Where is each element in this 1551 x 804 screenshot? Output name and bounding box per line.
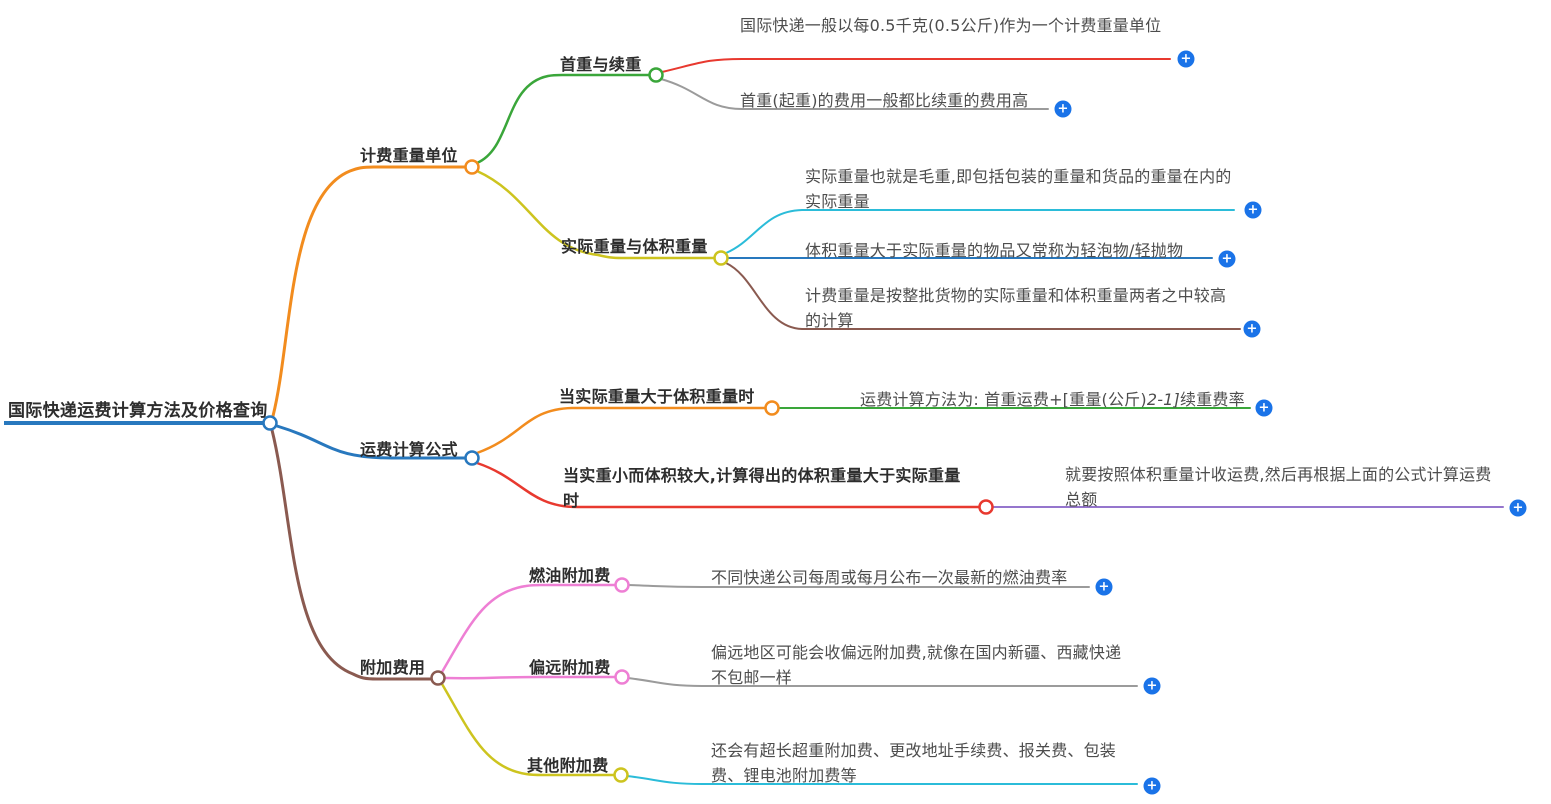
link-leaf-remote-area xyxy=(627,677,1138,687)
link-root-to-surcharge xyxy=(270,428,433,681)
node-handle-fuel[interactable] xyxy=(614,577,630,593)
leaf-remote-area[interactable]: 偏远地区可能会收偏远附加费,就像在国内新疆、西藏快递不包邮一样 xyxy=(711,643,1122,687)
link-to-first-weight xyxy=(475,73,651,165)
leaf-higher-weight[interactable]: 计费重量是按整批货物的实际重量和体积重量两者之中较高的计算 xyxy=(805,286,1227,330)
node-other-surcharge-label[interactable]: 其他附加费 xyxy=(527,756,609,775)
link-to-remote-surcharge xyxy=(443,675,617,680)
link-to-volume-greater xyxy=(475,461,981,509)
node-handle-root[interactable] xyxy=(262,415,278,431)
plus-icon[interactable]: + xyxy=(1255,399,1273,417)
plus-icon[interactable]: + xyxy=(1244,201,1262,219)
plus-icon[interactable]: + xyxy=(1509,499,1527,517)
node-handle-remote[interactable] xyxy=(614,669,630,685)
branch-surcharge-label[interactable]: 附加费用 xyxy=(360,658,426,677)
link-leaf-other-fees xyxy=(626,775,1138,785)
plus-icon[interactable]: + xyxy=(1054,100,1072,118)
leaf-fuel-rate[interactable]: 不同快递公司每周或每月公布一次最新的燃油费率 xyxy=(711,568,1068,587)
node-handle-surcharge[interactable] xyxy=(430,670,446,686)
plus-icon[interactable]: + xyxy=(1143,777,1161,795)
leaf-formula-text[interactable]: 运费计算方法为: 首重运费+[重量(公斤)2-1]续重费率 xyxy=(860,387,1245,412)
link-to-other-surcharge xyxy=(440,682,616,777)
link-leaf-fuel-rate xyxy=(627,584,1090,588)
node-actual-vs-volume-label[interactable]: 实际重量与体积重量 xyxy=(561,237,708,256)
node-handle-first-weight[interactable] xyxy=(648,67,664,83)
leaf-unit-05kg[interactable]: 国际快递一般以每0.5千克(0.5公斤)作为一个计费重量单位 xyxy=(740,16,1162,35)
formula-prefix: 运费计算方法为: 首重运费+[重量(公斤) xyxy=(860,390,1147,409)
node-handle-formula[interactable] xyxy=(464,450,480,466)
leaf-first-weight-cost[interactable]: 首重(起重)的费用一般都比续重的费用高 xyxy=(740,91,1029,110)
link-leaf-gross-weight xyxy=(725,209,1235,254)
plus-icon[interactable]: + xyxy=(1177,50,1195,68)
link-leaf-first-weight-cost xyxy=(660,78,1049,110)
link-leaf-higher-weight xyxy=(725,262,1241,330)
leaf-other-fees[interactable]: 还会有超长超重附加费、更改地址手续费、报关费、包装费、锂电池附加费等 xyxy=(711,741,1117,785)
leaf-gross-weight[interactable]: 实际重量也就是毛重,即包括包装的重量和货品的重量在内的实际重量 xyxy=(805,167,1232,211)
leaf-volume-billing[interactable]: 就要按照体积重量计收运费,然后再根据上面的公式计算运费总额 xyxy=(1065,465,1492,509)
root-node-label[interactable]: 国际快递运费计算方法及价格查询 xyxy=(8,401,268,421)
branch-billing-unit-label[interactable]: 计费重量单位 xyxy=(360,146,458,165)
node-actual-greater-label[interactable]: 当实际重量大于体积重量时 xyxy=(559,387,755,406)
node-handle-volume-greater[interactable] xyxy=(978,499,994,515)
node-remote-surcharge-label[interactable]: 偏远附加费 xyxy=(529,658,611,677)
plus-icon[interactable]: + xyxy=(1095,578,1113,596)
node-volume-greater-label[interactable]: 当实重小而体积较大,计算得出的体积重量大于实际重量时 xyxy=(563,466,961,510)
branch-formula-label[interactable]: 运费计算公式 xyxy=(360,440,458,459)
node-handle-actual-vs-volume[interactable] xyxy=(713,250,729,266)
node-handle-billing-unit[interactable] xyxy=(464,159,480,175)
plus-icon[interactable]: + xyxy=(1143,677,1161,695)
leaf-light-goods[interactable]: 体积重量大于实际重量的物品又常称为轻泡物/轻抛物 xyxy=(805,241,1184,260)
plus-icon[interactable]: + xyxy=(1243,320,1261,338)
link-to-fuel-surcharge xyxy=(440,583,617,674)
link-root-to-billing-unit xyxy=(271,165,467,418)
link-to-actual-vs-volume xyxy=(475,169,716,260)
plus-icon[interactable]: + xyxy=(1218,250,1236,268)
node-fuel-surcharge-label[interactable]: 燃油附加费 xyxy=(529,566,611,585)
formula-italic-part: 2-1] xyxy=(1146,390,1180,409)
node-handle-other[interactable] xyxy=(613,767,629,783)
node-first-weight-label[interactable]: 首重与续重 xyxy=(560,55,642,74)
node-handle-actual-greater[interactable] xyxy=(764,400,780,416)
formula-suffix: 续重费率 xyxy=(1180,390,1245,409)
link-root-to-formula xyxy=(275,424,467,460)
link-leaf-unit-05kg xyxy=(661,58,1171,73)
link-to-actual-greater xyxy=(475,406,767,455)
